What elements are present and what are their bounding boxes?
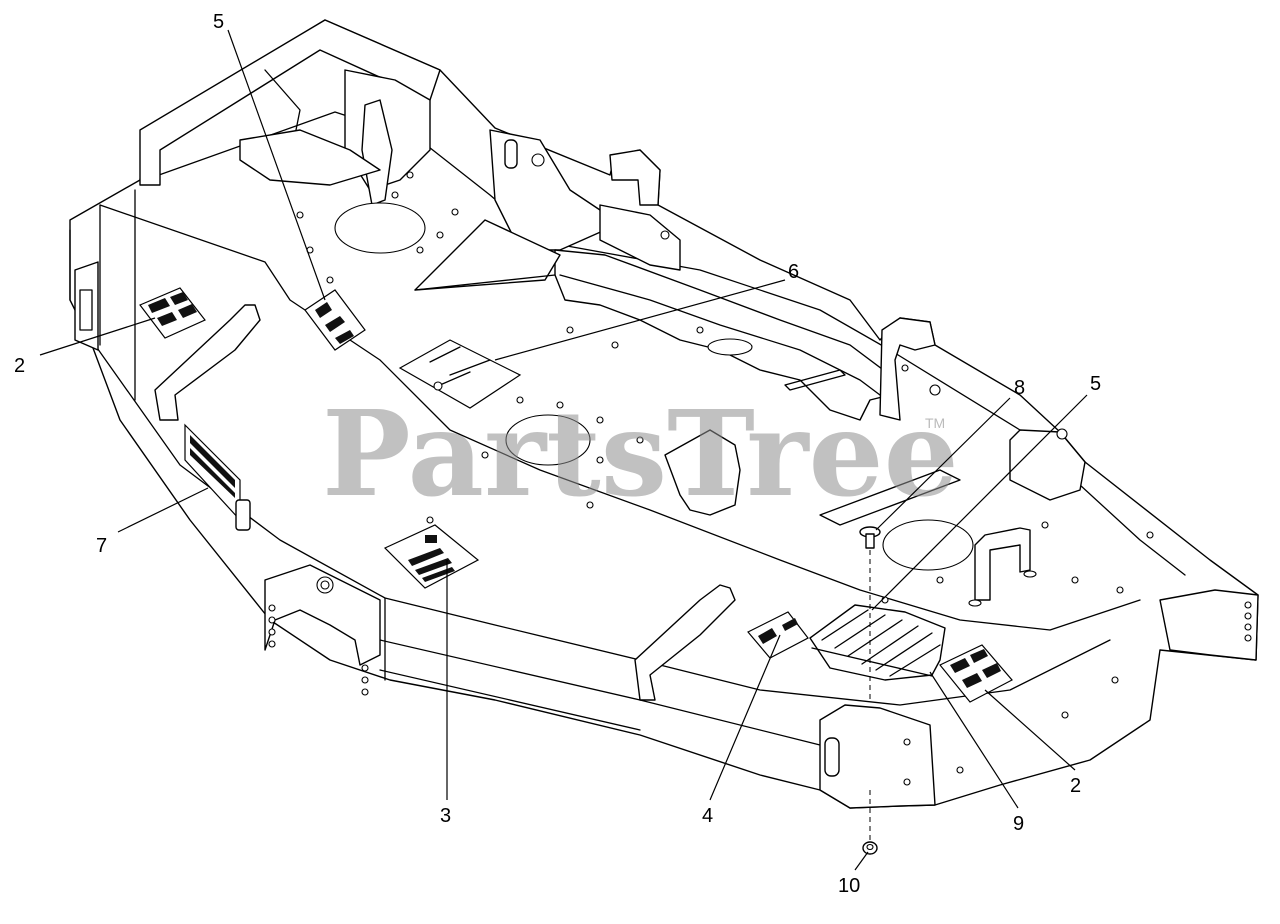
decal-6	[398, 339, 522, 409]
decal-4	[747, 611, 809, 659]
mower-deck-drawing	[69, 19, 1259, 809]
partstree-watermark: PartsTree	[322, 384, 959, 523]
callout-9: 9	[1013, 813, 1024, 835]
part-8-pin	[859, 526, 881, 549]
decal-5-top	[304, 289, 366, 351]
trademark-mark: TM	[925, 415, 945, 431]
callout-2-left: 2	[14, 355, 25, 377]
callout-3: 3	[440, 805, 451, 827]
callout-2-right: 2	[1070, 775, 1081, 797]
decal-2-right	[939, 644, 1013, 703]
part-9-foot-pad	[809, 604, 946, 681]
part-10-nut	[862, 841, 878, 855]
callout-8: 8	[1014, 377, 1025, 399]
callout-10: 10	[838, 875, 860, 897]
callout-5-top: 5	[213, 11, 224, 33]
decal-2-left	[139, 287, 206, 339]
callout-5-right: 5	[1090, 373, 1101, 395]
callout-leaders	[39, 29, 1088, 871]
callout-6: 6	[788, 261, 799, 283]
callout-7: 7	[96, 535, 107, 557]
mounting-holes	[296, 171, 1154, 774]
callout-4: 4	[702, 805, 713, 827]
